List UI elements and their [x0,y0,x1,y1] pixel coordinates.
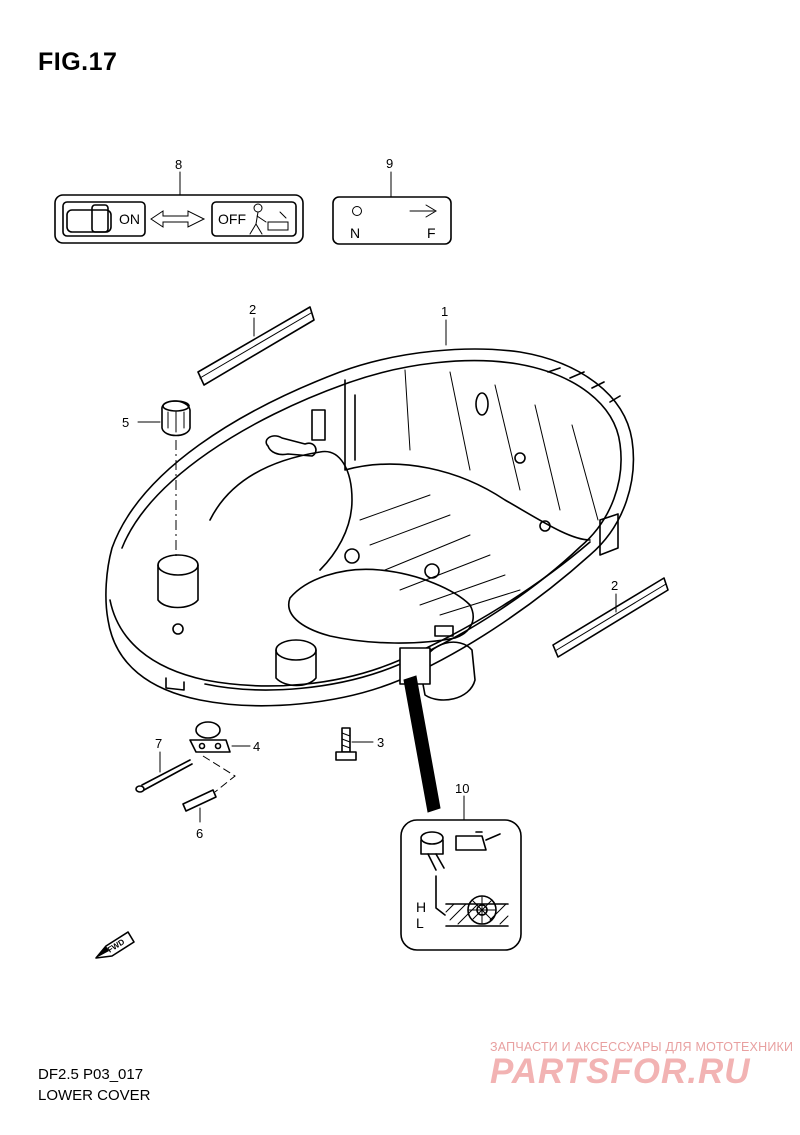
watermark-tagline: ЗАПЧАСТИ И АКСЕССУАРЫ ДЛЯ МОТОТЕХНИКИ [490,1040,794,1054]
pointer-wedge [403,675,441,813]
callout-9: 8 [175,157,182,172]
callout-5: 4 [253,739,260,754]
neutral-dot-icon [352,206,362,216]
callout-2-upper: 2 [249,302,256,317]
part-5-clamp[interactable] [189,721,231,753]
part-2-seal-right[interactable] [552,577,669,658]
callout-8: 9 [386,156,393,171]
oil-hatch [445,903,509,925]
callout-6: 6 [196,826,203,841]
figure-code: DF2.5 P03_017 [38,1066,144,1083]
fwd-arrow-icon: FWD [95,931,135,959]
part-10-oil-decal[interactable]: H L [400,819,522,951]
forward-arrow-icon [409,204,437,218]
oil-h-label: H [416,899,426,915]
shift-n-label: N [350,225,360,241]
oil-l-label: L [416,915,424,931]
part-7-pin[interactable] [135,759,193,793]
figure-title: FIG.17 [38,48,118,76]
callout-2-right: 2 [611,578,618,593]
callout-4: 5 [122,415,129,430]
part-9-choke-decal[interactable]: ON OFF [54,194,304,244]
oil-can-icon [455,831,501,851]
callout-10: 10 [455,781,469,796]
part-6-dowel[interactable] [182,789,217,812]
filler-cap-icon [420,831,445,871]
choke-on-label: ON [119,211,140,227]
callout-1: 1 [441,304,448,319]
assembly-line-5 [202,755,236,793]
part-2-seal-upper[interactable] [197,306,315,386]
callout-3: 3 [377,735,384,750]
part-3-bolt[interactable] [335,727,357,761]
gear-icon [467,895,497,925]
shift-f-label: F [427,225,436,241]
part-4-grommet[interactable] [161,400,191,437]
part-1-lower-cover[interactable] [105,348,635,707]
person-icon [249,203,289,235]
double-arrow-icon [150,210,206,228]
figure-name: LOWER COVER [38,1087,151,1104]
fuel-can-icon [66,204,112,233]
choke-off-label: OFF [218,211,246,227]
callout-7: 7 [155,736,162,751]
part-8-shift-decal[interactable]: N F [332,196,452,245]
watermark-logo: PARTSFOR.RU [490,1052,751,1091]
